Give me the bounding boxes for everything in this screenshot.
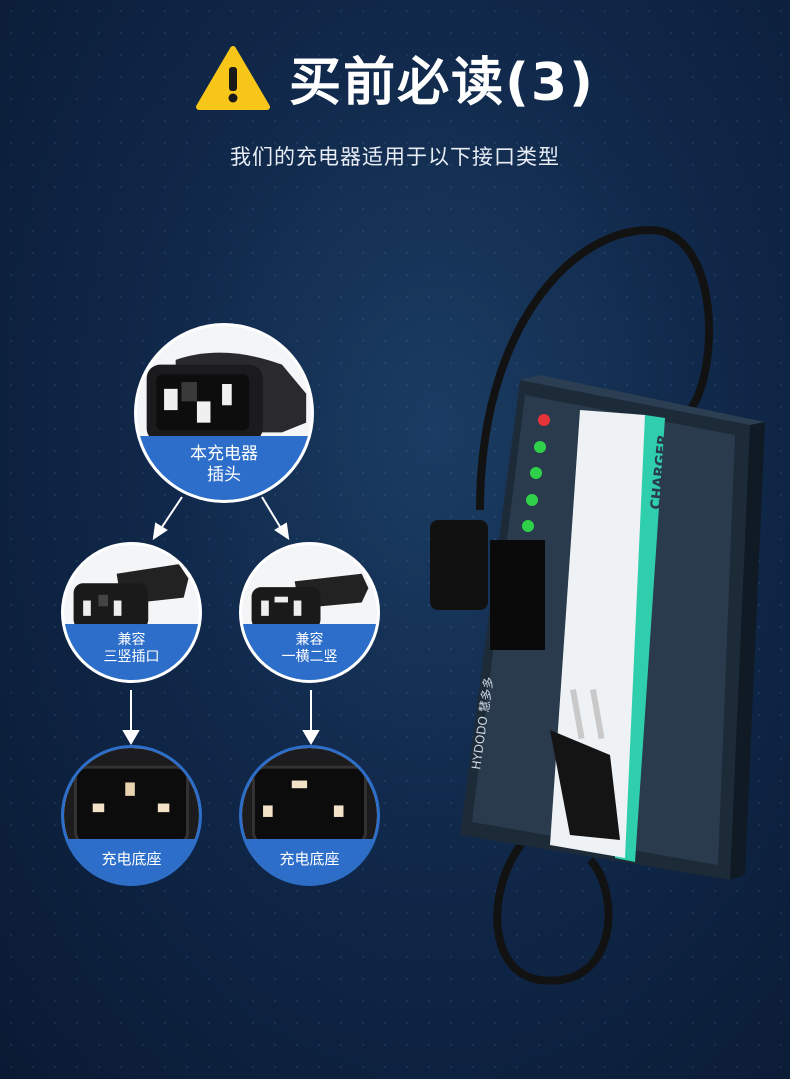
charger-side-text: CHARGER [648, 433, 672, 510]
compat-right-line2: 一横二竖 [281, 649, 338, 665]
compat-three-vertical-circle: 兼容 三竖插口 [61, 542, 202, 683]
plug-label: 本充电器 插头 [137, 436, 311, 500]
compat-left-label: 兼容 三竖插口 [64, 624, 199, 680]
three-vertical-plug-photo [64, 545, 199, 680]
title-row: 买前必读(3) [0, 40, 790, 115]
page-title: 买前必读(3) [289, 53, 595, 113]
header: 买前必读(3) 我们的充电器适用于以下接口类型 [0, 40, 790, 171]
page-subtitle: 我们的充电器适用于以下接口类型 [230, 145, 560, 169]
socket-left-circle: 充电底座 [61, 745, 202, 886]
warning-icon [196, 45, 271, 110]
charger-product-image: HYDODO 慧多多 CHARGER [430, 225, 765, 985]
socket-left-label-band: 充电底座 [64, 839, 199, 883]
compat-one-horizontal-two-vertical-circle: 兼容 一横二竖 [239, 542, 380, 683]
socket-right-label: 充电底座 [279, 849, 340, 868]
socket-left-label: 充电底座 [101, 849, 162, 868]
compat-left-line1: 兼容 [117, 631, 146, 648]
compat-right-line1: 兼容 [295, 631, 324, 648]
socket-right-label-band: 充电底座 [242, 839, 377, 883]
plug-label-line1: 本充电器 [190, 443, 258, 464]
plug-label-line2: 插头 [207, 465, 241, 485]
compat-right-label: 兼容 一横二竖 [242, 624, 377, 680]
compat-left-line2: 三竖插口 [103, 649, 160, 665]
socket-right-circle: 充电底座 [239, 745, 380, 886]
charger-plug-circle: 本充电器 插头 [134, 323, 314, 503]
